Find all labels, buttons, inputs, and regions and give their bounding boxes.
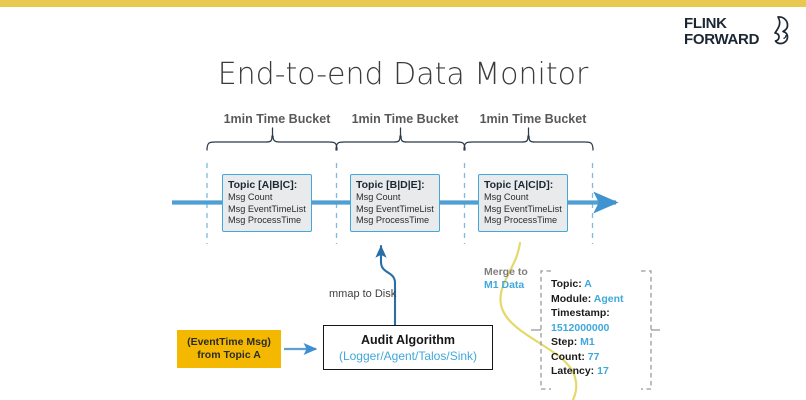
- logo-text-block: FLINK FORWARD: [684, 16, 759, 48]
- bucket-brace-2: [335, 127, 466, 151]
- topic-box-1-line-3: Msg ProcessTime: [228, 215, 302, 225]
- detail-topic-key: Topic:: [551, 278, 582, 290]
- flink-forward-logo: FLINK FORWARD: [684, 14, 794, 56]
- logo-line-2: FORWARD: [684, 31, 760, 48]
- detail-step-value: M1: [580, 336, 595, 348]
- detail-row-topic: Topic: A: [551, 277, 647, 292]
- mmap-to-disk-label: mmap to Disk: [329, 288, 397, 300]
- bucket-brace-3: [463, 127, 594, 151]
- detail-topic-value: A: [584, 278, 592, 290]
- topic-box-1-line-2: Msg EventTimeList: [228, 203, 306, 214]
- top-accent-bar: [0, 0, 806, 7]
- topic-box-3-line-2: Msg EventTimeList: [484, 203, 562, 214]
- topic-box-2-line-3: Msg ProcessTime: [356, 215, 430, 225]
- topic-box-2-title: Topic [B|D|E]:: [356, 179, 425, 191]
- topic-box-1[interactable]: Topic [A|B|C]: Msg Count Msg EventTimeLi…: [222, 174, 312, 232]
- detail-count-value: 77: [587, 350, 600, 363]
- eventtime-source-box[interactable]: (EventTime Msg) from Topic A: [177, 330, 281, 368]
- bucket-label-1: 1min Time Bucket: [223, 112, 331, 126]
- topic-box-2[interactable]: Topic [B|D|E]: Msg Count Msg EventTimeLi…: [350, 174, 440, 232]
- detail-module-value: Agent: [593, 292, 624, 305]
- merge-label-line-1: Merge to: [484, 266, 528, 278]
- topic-box-1-line-1: Msg Count: [228, 192, 273, 202]
- topic-box-2-line-2: Msg EventTimeList: [356, 203, 434, 214]
- logo-line-1: FLINK: [684, 15, 727, 32]
- merge-label-line-2: M1 Data: [484, 279, 525, 291]
- merge-to-m1-label: Merge to M1 Data: [484, 266, 528, 292]
- topic-box-3-line-3: Msg ProcessTime: [484, 215, 558, 225]
- bucket-brace-1: [206, 127, 338, 151]
- detail-row-timestamp-key: Timestamp:: [551, 307, 610, 319]
- topic-box-3[interactable]: Topic [A|C|D]: Msg Count Msg EventTimeLi…: [478, 174, 568, 232]
- bucket-label-2: 1min Time Bucket: [351, 112, 459, 126]
- detail-module-key: Module:: [551, 292, 592, 305]
- squirrel-icon: [774, 16, 789, 45]
- detail-row-step: Step: M1: [551, 335, 647, 350]
- record-detail-panel: Topic: A Module: Agent Timestamp: 151200…: [551, 277, 647, 379]
- eventtime-line-2: from Topic A: [197, 349, 261, 361]
- topic-box-2-line-1: Msg Count: [356, 192, 401, 202]
- detail-count-key: Count:: [551, 350, 585, 363]
- audit-algorithm-title: Audit Algorithm: [361, 332, 455, 347]
- audit-algorithm-box[interactable]: Audit Algorithm (Logger/Agent/Talos/Sink…: [323, 325, 493, 370]
- detail-latency-key: Latency:: [551, 365, 595, 377]
- detail-step-key: Step:: [551, 336, 578, 348]
- detail-timestamp-value: 1512000000: [551, 321, 610, 334]
- bucket-label-3: 1min Time Bucket: [479, 112, 587, 126]
- detail-row-module: Module: Agent: [551, 292, 647, 307]
- page-title: End-to-end Data Monitor: [217, 57, 589, 92]
- detail-latency-value: 17: [597, 365, 609, 377]
- detail-row-count: Count: 77: [551, 350, 647, 365]
- topic-box-1-title: Topic [A|B|C]:: [228, 179, 298, 191]
- detail-row-latency: Latency: 17: [551, 364, 647, 379]
- topic-box-3-line-1: Msg Count: [484, 192, 529, 202]
- mmap-arrow: [375, 244, 397, 327]
- eventtime-line-1: (EventTime Msg): [187, 336, 271, 348]
- audit-algorithm-subtitle: (Logger/Agent/Talos/Sink): [338, 348, 478, 363]
- topic-box-3-title: Topic [A|C|D]:: [484, 179, 554, 191]
